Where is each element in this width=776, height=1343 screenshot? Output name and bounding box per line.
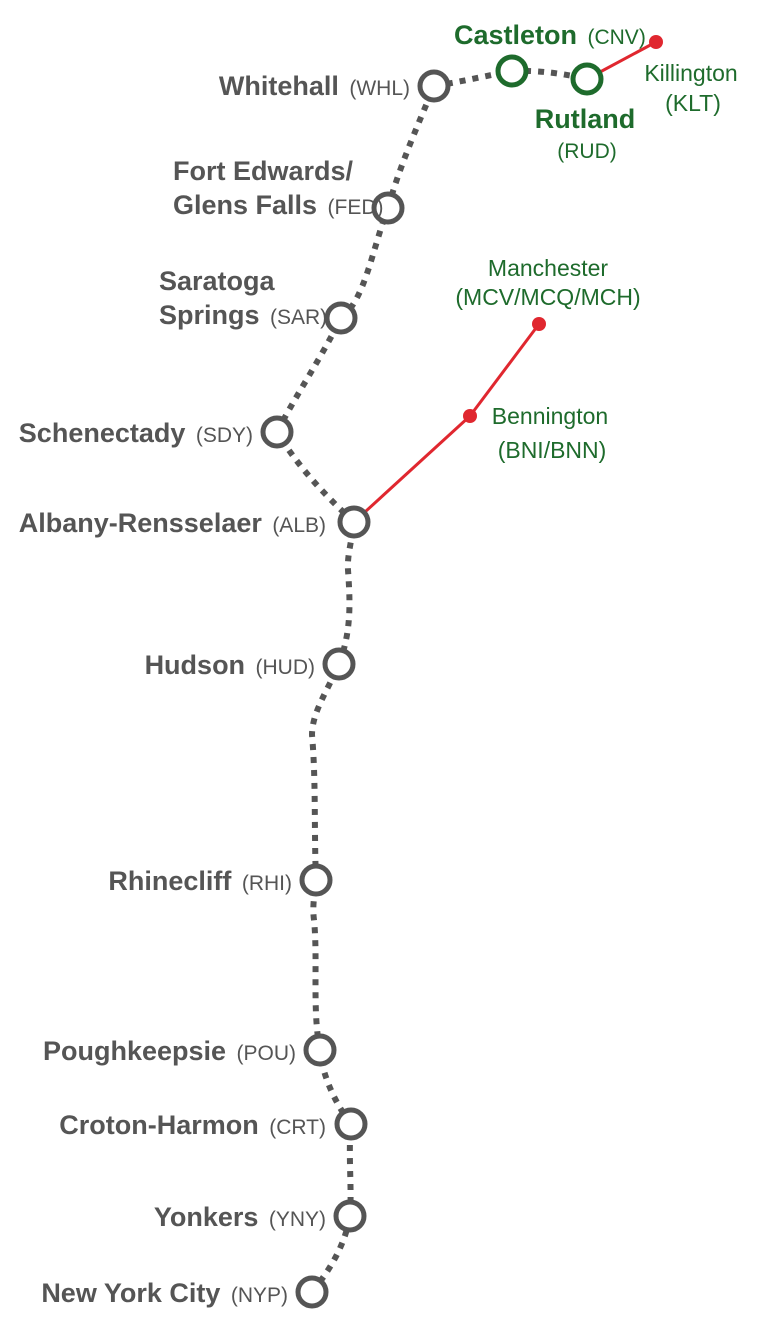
track-segment-crt-pou xyxy=(317,1049,354,1126)
track-segment-pou-rhi xyxy=(310,879,323,1051)
station-label-sar-line2: Springs (SAR) xyxy=(159,300,327,330)
track-segment-hud-alb xyxy=(336,521,357,666)
station-name-alb: Albany-Rensselaer xyxy=(19,508,263,538)
station-label-whl: Whitehall (WHL) xyxy=(219,71,410,101)
station-marker-rud[interactable] xyxy=(570,62,604,96)
station-name-sar-line1: Saratoga xyxy=(159,266,276,296)
station-code-cnv: (CNV) xyxy=(587,26,645,49)
connection-labels: Killington (KLT) Manchester (MCV/MCQ/MCH… xyxy=(455,60,737,463)
station-code-whl: (WHL) xyxy=(349,77,410,100)
station-label-rhi: Rhinecliff (RHI) xyxy=(108,866,292,896)
station-code-rud: (RUD) xyxy=(557,140,616,163)
station-name-hud: Hudson xyxy=(145,650,246,680)
killington-point[interactable] xyxy=(649,35,663,49)
track-segment-whl-cnv xyxy=(433,68,513,89)
station-label-pou: Poughkeepsie (POU) xyxy=(43,1036,296,1066)
station-marker-pou[interactable] xyxy=(303,1033,337,1067)
manchester-name: Manchester xyxy=(488,255,609,281)
station-name-yny: Yonkers xyxy=(154,1202,259,1232)
station-name-fed-line1: Fort Edwards/ xyxy=(173,156,354,186)
station-markers xyxy=(260,54,604,1309)
track-segment-fed-whl xyxy=(385,84,437,209)
station-label-alb: Albany-Rensselaer (ALB) xyxy=(19,508,326,538)
station-marker-hud[interactable] xyxy=(322,647,356,681)
track-segment-rhi-hud xyxy=(308,662,342,881)
station-label-crt: Croton-Harmon (CRT) xyxy=(59,1110,326,1140)
station-label-hud: Hudson (HUD) xyxy=(145,650,315,680)
station-name-rhi: Rhinecliff xyxy=(108,866,232,896)
station-label-fed-line2: Glens Falls (FED) xyxy=(173,190,384,220)
station-name-sar-line2: Springs xyxy=(159,300,260,330)
station-label-cnv: Castleton (CNV) xyxy=(454,20,646,50)
station-marker-sar[interactable] xyxy=(324,301,358,335)
bennington-name: Bennington xyxy=(492,403,608,429)
track-segment-alb-sdy xyxy=(274,430,357,525)
track-segment-sdy-sar xyxy=(274,316,344,434)
station-labels: New York City (NYP) Yonkers (YNY) Croton… xyxy=(19,71,410,1308)
station-code-alb: (ALB) xyxy=(272,514,326,537)
station-code-pou: (POU) xyxy=(237,1042,297,1065)
station-code-fed: (FED) xyxy=(328,196,384,219)
station-marker-rhi[interactable] xyxy=(299,863,333,897)
killington-name: Killington xyxy=(644,60,737,86)
station-code-nyp: (NYP) xyxy=(231,1284,288,1307)
track-segment-nyp-yny xyxy=(309,1215,353,1294)
bennington-code: (BNI/BNN) xyxy=(498,437,607,463)
station-marker-fed[interactable] xyxy=(371,191,405,225)
station-code-sar: (SAR) xyxy=(270,306,327,329)
station-name-pou: Poughkeepsie xyxy=(43,1036,226,1066)
station-label-yny: Yonkers (YNY) xyxy=(154,1202,326,1232)
connector-albany-bennington xyxy=(352,414,472,524)
station-marker-nyp[interactable] xyxy=(295,1275,329,1309)
manchester-point[interactable] xyxy=(532,317,546,331)
connection-points xyxy=(463,35,663,423)
station-marker-sdy[interactable] xyxy=(260,415,294,449)
killington-code: (KLT) xyxy=(665,90,721,116)
bennington-point[interactable] xyxy=(463,409,477,423)
station-code-hud: (HUD) xyxy=(256,656,315,679)
station-name-whl: Whitehall xyxy=(219,71,339,101)
station-code-crt: (CRT) xyxy=(269,1116,326,1139)
station-marker-yny[interactable] xyxy=(333,1199,367,1233)
station-name-cnv: Castleton xyxy=(454,20,577,50)
station-name-rud: Rutland xyxy=(535,104,636,134)
station-label-sdy: Schenectady (SDY) xyxy=(19,418,253,448)
manchester-code: (MCV/MCQ/MCH) xyxy=(455,284,640,310)
station-name-sdy: Schenectady xyxy=(19,418,186,448)
station-label-nyp: New York City (NYP) xyxy=(41,1278,288,1308)
vermont-station-labels: Castleton (CNV) Rutland (RUD) xyxy=(454,20,646,163)
connector-bennington-manchester xyxy=(468,323,541,417)
station-code-yny: (YNY) xyxy=(269,1208,326,1231)
station-name-fed-line2: Glens Falls xyxy=(173,190,317,220)
station-code-sdy: (SDY) xyxy=(196,424,253,447)
station-marker-whl[interactable] xyxy=(417,69,451,103)
station-code-rhi: (RHI) xyxy=(242,872,292,895)
station-marker-cnv[interactable] xyxy=(495,54,529,88)
station-name-nyp: New York City xyxy=(41,1278,220,1308)
station-name-crt: Croton-Harmon xyxy=(59,1110,258,1140)
station-marker-alb[interactable] xyxy=(337,505,371,539)
track-segment-sar-fed xyxy=(339,206,391,321)
station-marker-crt[interactable] xyxy=(334,1107,368,1141)
